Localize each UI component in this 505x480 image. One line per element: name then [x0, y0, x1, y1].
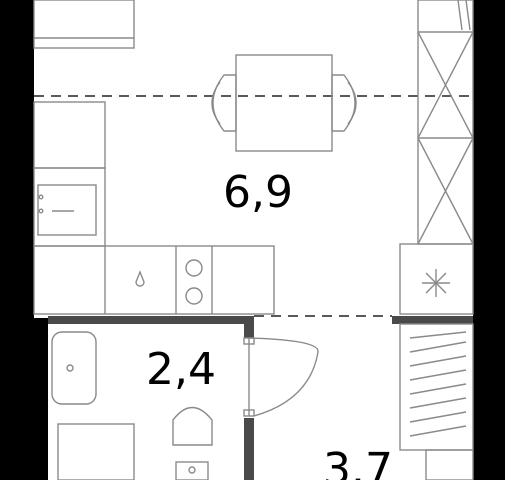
- sofa: [33, 0, 135, 49]
- right-wall: [473, 0, 505, 480]
- left-wall: [0, 0, 34, 480]
- wardrobe-partition: [392, 316, 473, 324]
- bathroom-top-partition: [48, 316, 254, 324]
- kitchen-living-area-label: 6,9: [223, 167, 293, 218]
- fridge: [399, 243, 474, 315]
- kitchen-left-cabinets: [33, 101, 106, 247]
- washbasin: [51, 331, 97, 405]
- bathroom-side-partition-upper: [244, 316, 254, 338]
- bathroom-area-label: 2,4: [146, 344, 216, 395]
- wardrobe: [399, 323, 474, 480]
- left-lower-wall: [34, 318, 48, 480]
- kitchen-counter: [33, 245, 275, 315]
- bathroom-door: [243, 337, 319, 417]
- bathroom-side-partition-lower: [244, 418, 254, 480]
- tall-cabinets: [417, 0, 474, 245]
- dining-table: [211, 54, 357, 152]
- hallway-area-label: 3.7: [323, 444, 393, 480]
- shower: [57, 423, 135, 480]
- toilet: [172, 406, 213, 480]
